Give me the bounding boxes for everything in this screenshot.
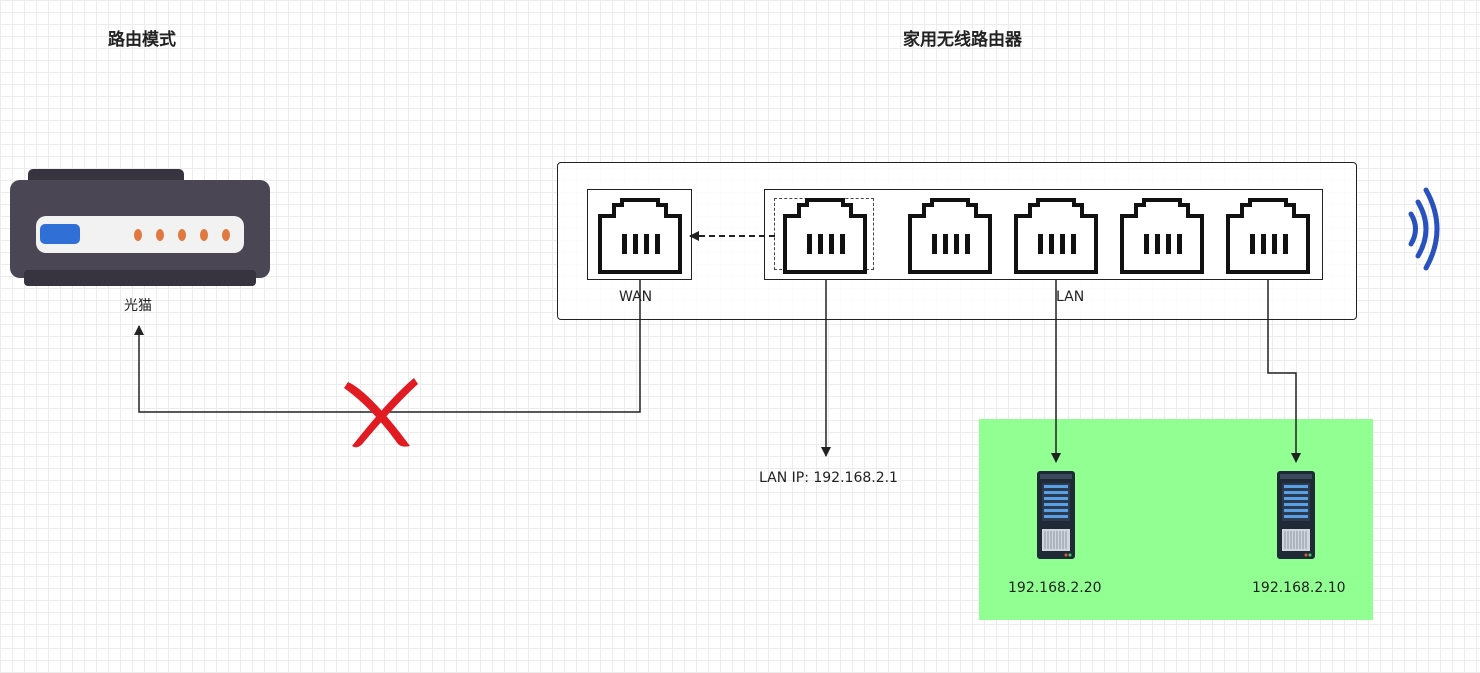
mode-title: 路由模式 — [108, 30, 176, 50]
lan-to-server-line — [1267, 280, 1301, 463]
server-ip-label: 192.168.2.20 — [1008, 580, 1102, 596]
wifi-icon — [1408, 187, 1440, 271]
wan-port-icon — [598, 198, 682, 274]
lan-port-icon — [1226, 198, 1310, 274]
modem-label: 光猫 — [124, 298, 152, 314]
lan-port-icon — [1014, 198, 1098, 274]
lan-port-icon — [783, 198, 867, 274]
lan-label: LAN — [1056, 289, 1085, 305]
disconnected-cross-icon — [344, 378, 418, 448]
wan-label: WAN — [619, 289, 653, 305]
router-title: 家用无线路由器 — [903, 30, 1022, 50]
lan-port-icon — [908, 198, 992, 274]
server-ip-label: 192.168.2.10 — [1252, 580, 1346, 596]
wan-to-modem-line — [134, 280, 641, 413]
optical-modem-icon — [10, 169, 270, 286]
lan-ip-label: LAN IP: 192.168.2.1 — [759, 470, 898, 486]
server-icon — [1276, 470, 1316, 560]
server-icon — [1036, 470, 1076, 560]
lan-port-icon — [1120, 198, 1204, 274]
